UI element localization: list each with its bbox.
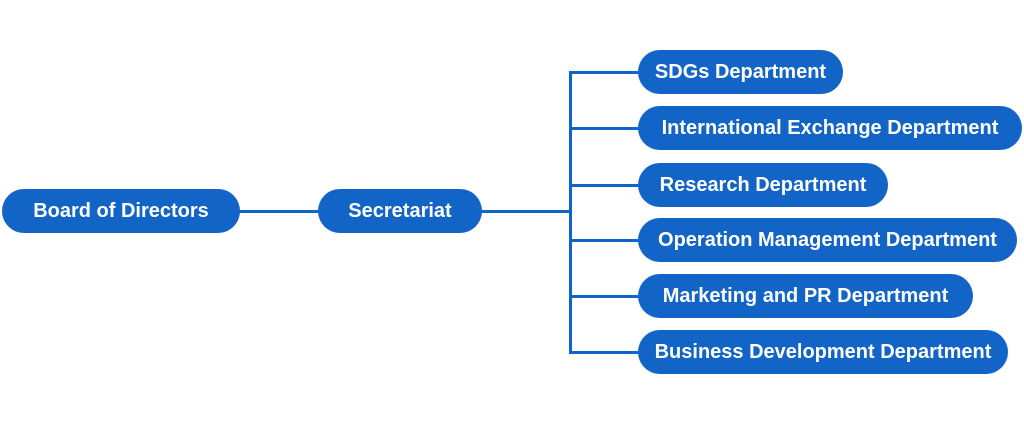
node-marketing-and-pr-department: Marketing and PR Department bbox=[638, 274, 973, 318]
node-business-development-department: Business Development Department bbox=[638, 330, 1008, 374]
node-marketing-and-pr-department-label: Marketing and PR Department bbox=[662, 284, 949, 307]
node-board-of-directors-label: Board of Directors bbox=[33, 199, 209, 222]
node-research-department-label: Research Department bbox=[659, 173, 867, 196]
connector-branch-business-development bbox=[569, 351, 640, 354]
node-research-department: Research Department bbox=[638, 163, 888, 207]
node-secretariat-label: Secretariat bbox=[348, 199, 452, 222]
node-operation-management-department: Operation Management Department bbox=[638, 218, 1017, 262]
connector-board-to-secretariat bbox=[238, 210, 320, 213]
node-operation-management-department-label: Operation Management Department bbox=[658, 228, 997, 251]
connector-branch-operation-management bbox=[569, 239, 640, 242]
node-international-exchange-department-label: International Exchange Department bbox=[661, 116, 999, 139]
connector-secretariat-to-trunk bbox=[480, 210, 572, 213]
connector-branch-sdgs bbox=[569, 71, 640, 74]
node-board-of-directors: Board of Directors bbox=[2, 189, 240, 233]
node-sdgs-department-label: SDGs Department bbox=[654, 60, 827, 83]
connector-branch-marketing-pr bbox=[569, 295, 640, 298]
connector-branch-international-exchange bbox=[569, 127, 640, 130]
node-business-development-department-label: Business Development Department bbox=[654, 340, 992, 363]
connector-trunk-vertical bbox=[569, 71, 572, 354]
node-secretariat: Secretariat bbox=[318, 189, 482, 233]
node-international-exchange-department: International Exchange Department bbox=[638, 106, 1022, 150]
node-sdgs-department: SDGs Department bbox=[638, 50, 843, 94]
connector-branch-research bbox=[569, 184, 640, 187]
